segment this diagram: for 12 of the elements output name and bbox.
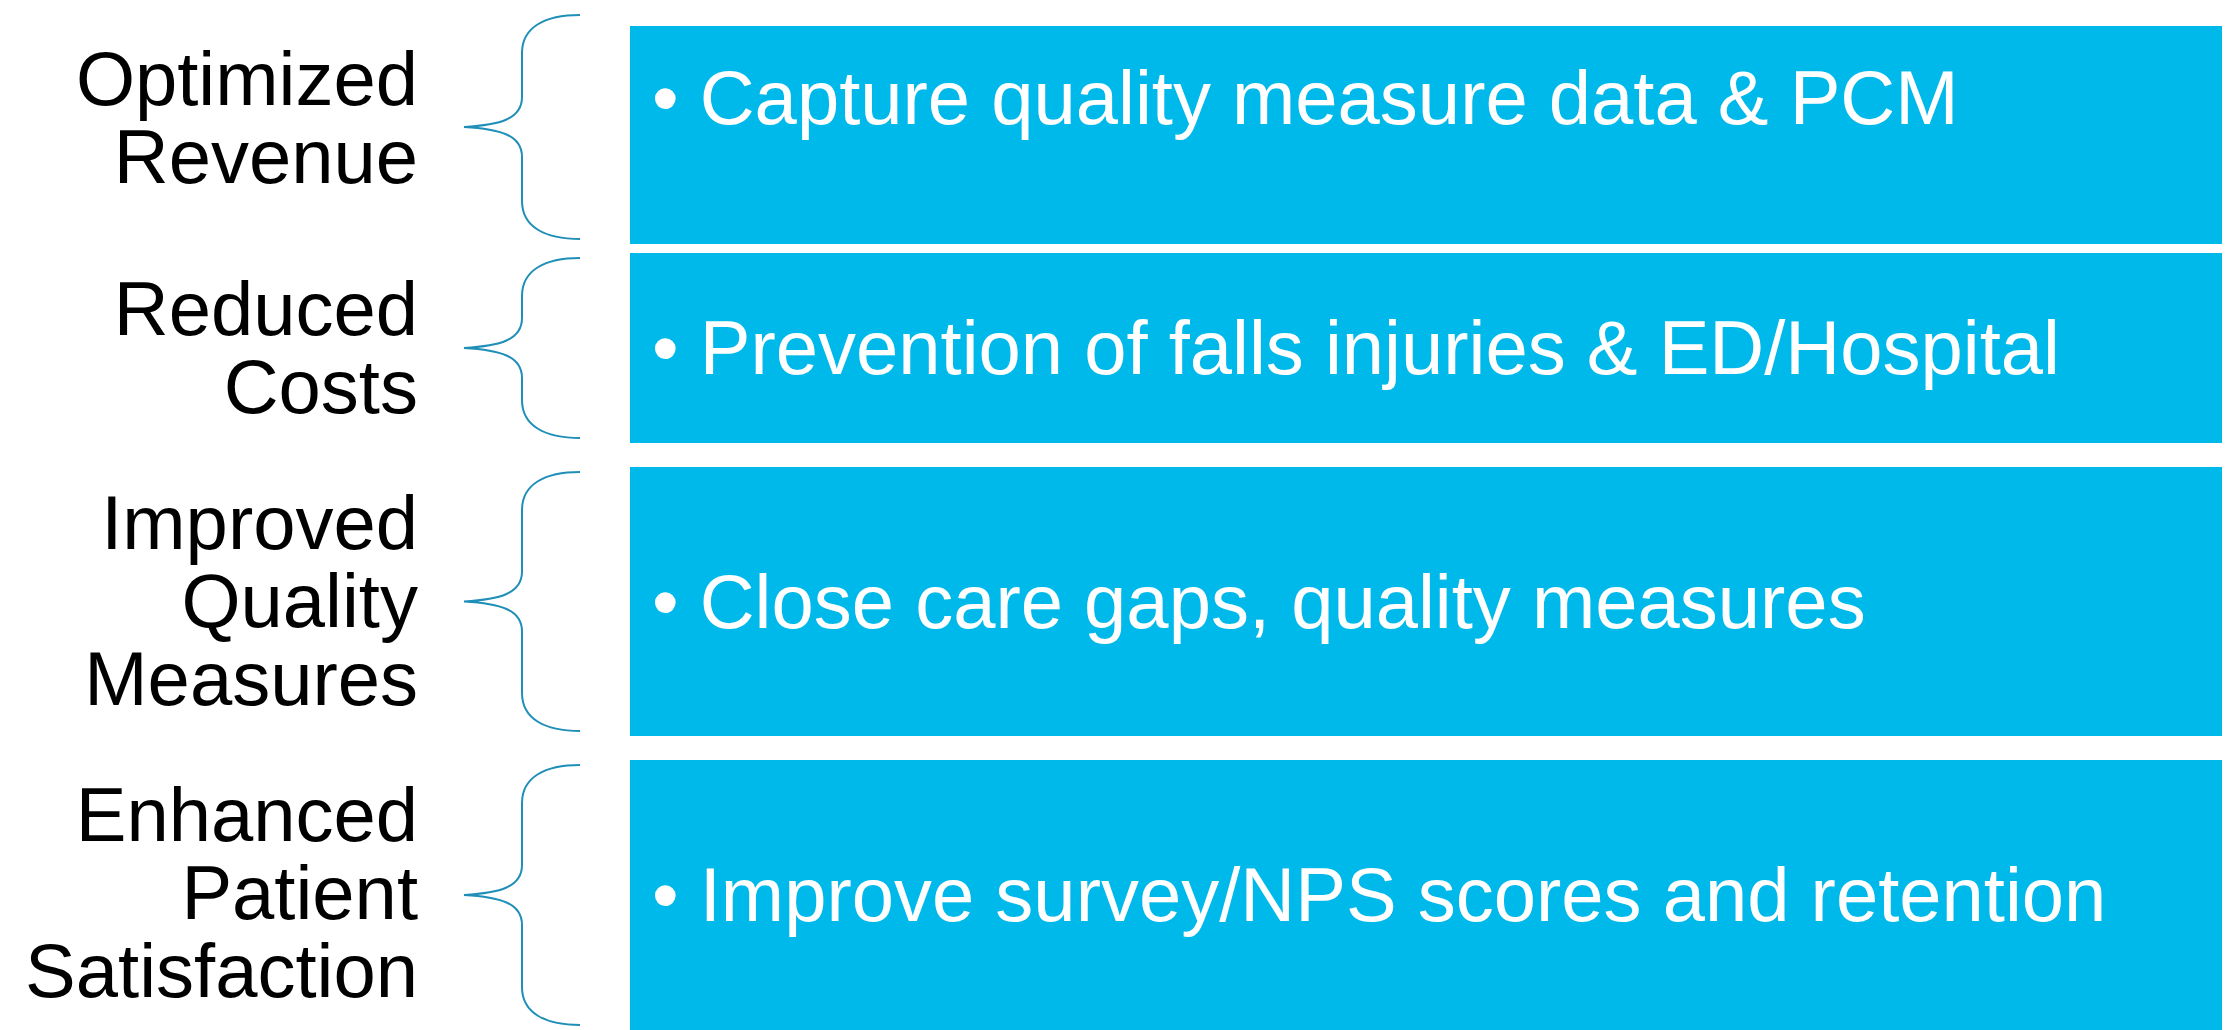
category-label: Enhanced Patient Satisfaction <box>24 776 418 1010</box>
bullet-text: • Close care gaps, quality measures <box>652 559 1866 644</box>
content-box <box>630 26 2222 244</box>
content-box <box>630 467 2222 736</box>
content-box <box>630 253 2222 443</box>
category-label: Optimized Revenue <box>74 40 418 196</box>
bullet-text: • Prevention of falls injuries & ED/Hospital <box>652 306 2060 390</box>
category-label: Reduced Costs <box>112 270 418 426</box>
category-label: Improved Quality Measures <box>83 484 418 718</box>
bullet-text: • Capture quality measure data & PCM <box>652 56 1959 140</box>
content-box <box>630 760 2222 1030</box>
bullet-text: • Improve survey/NPS scores and retention <box>652 853 2107 937</box>
